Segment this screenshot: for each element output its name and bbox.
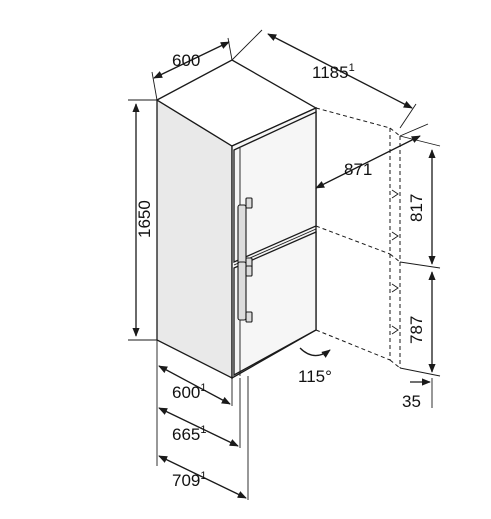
dim-door-clearance-label: 871 [344,160,372,179]
dim-depth-a-label: 6651 [172,424,207,444]
dim-height-label: 1650 [135,200,154,238]
dim-door-open-depth: 11851 [231,29,417,129]
dim-depth-b-label: 7091 [172,470,207,490]
open-door-outline [315,107,401,369]
dim-door-heights: 817 787 [399,135,441,377]
dim-upper-door-label: 817 [407,194,426,222]
dim-door-angle-label: 115° [298,367,332,386]
dim-door-open-depth-label: 11851 [312,62,355,82]
upper-handle [237,197,253,269]
lower-handle [237,261,253,323]
dim-height: 1650 [128,99,157,341]
appliance-body [155,59,318,380]
dim-side-offset-label: 35 [402,392,421,411]
dim-lower-door-label: 787 [407,316,426,344]
dim-top-width: 600 [151,37,233,101]
dim-door-clearance: 871 [315,123,429,189]
appliance-side-panel [156,98,233,380]
dim-bottom: 6001 6651 7091 [156,340,249,500]
dim-bottom-width-label: 6001 [172,382,207,402]
dim-side-offset: 35 [402,378,433,411]
dim-top-width-label: 600 [172,51,200,70]
dim-door-angle: 115° [298,347,332,386]
